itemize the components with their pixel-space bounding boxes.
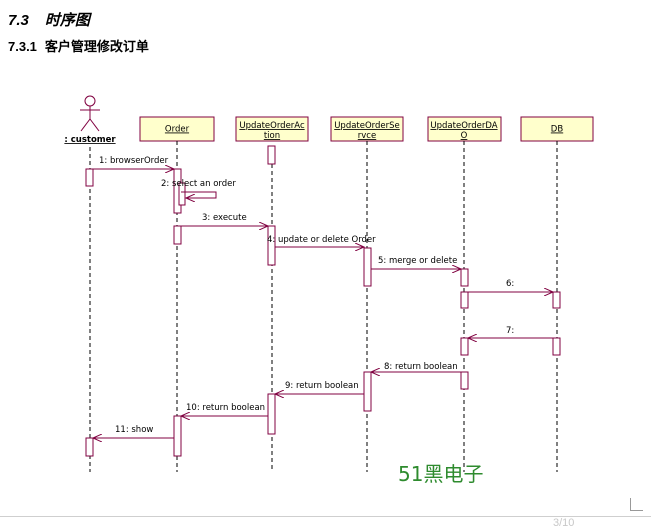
message-label-10: 10: return boolean	[186, 403, 265, 413]
activation-db-2	[552, 337, 561, 356]
page-number: 3/10	[553, 517, 575, 529]
activation-dao-1	[460, 268, 469, 287]
section-heading: 7.3 时序图	[8, 9, 90, 30]
lifeline-label-db: DB	[551, 125, 564, 135]
message-label-4: 4: update or delete Order	[267, 235, 376, 245]
message-label-8: 8: return boolean	[384, 362, 458, 372]
activation-dao-3	[460, 337, 469, 356]
message-label-6: 6:	[506, 279, 514, 289]
activation-customer-1	[85, 168, 94, 187]
activation-service-2	[363, 371, 372, 412]
lifeline-box-service: UpdateOrderSe rvce	[330, 116, 404, 142]
activation-customer-2	[85, 437, 94, 457]
message-label-9: 9: return boolean	[285, 381, 359, 391]
page-footer-divider	[0, 516, 651, 517]
watermark-logo: 51黑电子	[398, 462, 484, 486]
message-label-5: 5: merge or delete	[378, 256, 457, 266]
lifeline-box-db: DB	[520, 116, 594, 142]
subsection-heading: 7.3.1 客户管理修改订单	[8, 36, 149, 55]
subsection-number: 7.3.1	[8, 39, 37, 54]
message-arrow-2	[181, 191, 217, 198]
lifeline-label-order: Order	[165, 125, 190, 135]
lifeline-label-action-line1: UpdateOrderAc	[239, 121, 305, 131]
lifeline-box-order: Order	[139, 116, 215, 142]
activation-order-3	[173, 415, 182, 457]
activation-order-2	[173, 225, 182, 245]
lifeline-box-dao: UpdateOrderDA O	[427, 116, 502, 142]
message-label-3: 3: execute	[202, 213, 247, 223]
activation-action-0	[267, 145, 276, 165]
message-label-2: 2: select an order	[161, 179, 236, 189]
section-title: 时序图	[44, 11, 90, 29]
activation-service-1	[363, 247, 372, 287]
actor-label: : customer	[64, 135, 116, 145]
subsection-title: 客户管理修改订单	[44, 40, 149, 55]
section-number: 7.3	[8, 12, 29, 29]
lifeline-label-service-line2: rvce	[358, 131, 376, 141]
page-corner-mark	[630, 498, 643, 511]
lifeline-label-action-line2: tion	[264, 131, 280, 141]
message-label-1: 1: browserOrder	[99, 156, 169, 166]
activation-dao-2	[460, 291, 469, 309]
activation-db-1	[552, 291, 561, 309]
lifeline-label-dao-line1: UpdateOrderDA	[430, 121, 497, 131]
activation-action-1	[267, 225, 276, 266]
activation-dao-4	[460, 371, 469, 390]
lifeline-label-dao-line2: O	[461, 131, 468, 141]
lifeline-box-action: UpdateOrderAc tion	[235, 116, 309, 142]
actor-icon	[80, 95, 100, 132]
message-label-7: 7:	[506, 326, 514, 336]
activation-action-2	[267, 393, 276, 435]
lifeline-label-service-line1: UpdateOrderSe	[334, 121, 400, 131]
message-label-11: 11: show	[115, 425, 153, 435]
